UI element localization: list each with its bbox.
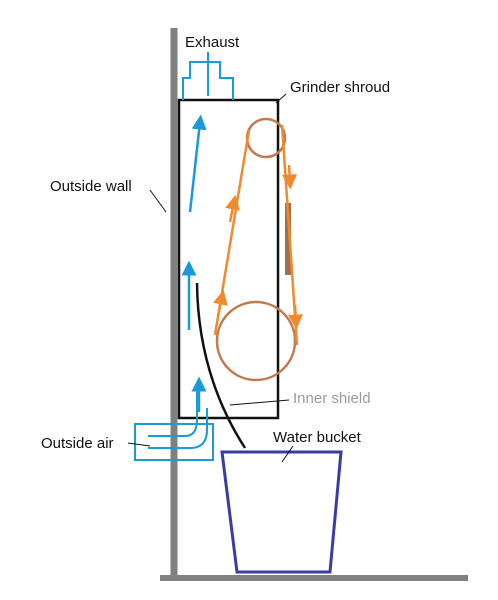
outside-wall xyxy=(160,28,468,581)
tool-rest-bar xyxy=(285,203,291,275)
exhaust-vent xyxy=(182,52,234,100)
inner-shield-leader xyxy=(229,399,290,406)
grinder-shroud-leader xyxy=(275,93,287,104)
airflow-arrows xyxy=(181,114,207,412)
water-bucket-leader xyxy=(281,445,294,463)
belt-path xyxy=(213,124,299,346)
belt-direction-arrows xyxy=(213,164,304,330)
inner-shield-label: Inner shield xyxy=(293,390,371,407)
outside-wall-label: Outside wall xyxy=(50,178,132,195)
grinder-shroud-label: Grinder shroud xyxy=(290,79,390,96)
exhaust-label: Exhaust xyxy=(185,34,240,51)
inner-shield xyxy=(195,282,247,449)
water-bucket xyxy=(220,450,343,574)
outside-air-intake xyxy=(134,386,214,461)
outside-air-leader xyxy=(127,442,151,447)
upper-wheel xyxy=(245,117,287,159)
outside-wall-leader xyxy=(149,189,167,213)
water-bucket-label: Water bucket xyxy=(273,429,362,446)
outside-air-label: Outside air xyxy=(41,435,114,452)
lower-wheel xyxy=(215,300,297,382)
